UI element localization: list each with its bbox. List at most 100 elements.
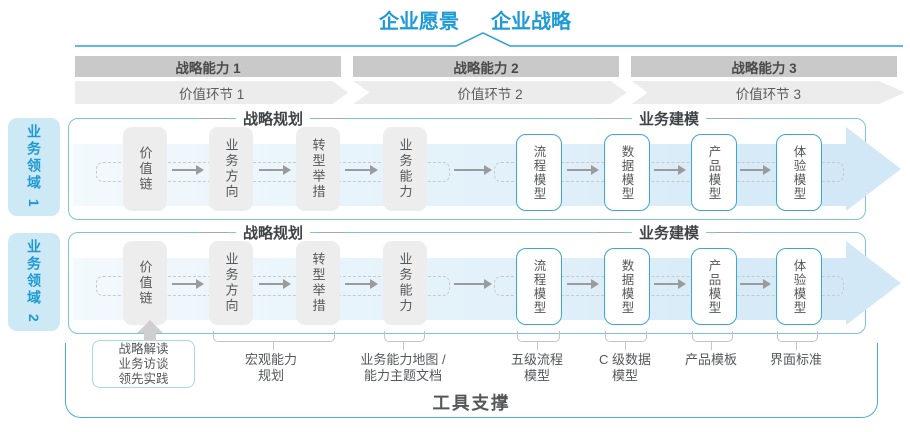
flow-arrow	[454, 165, 492, 175]
box-process-model: 流程模型	[516, 134, 562, 211]
page-title: 企业愿景 企业战略	[379, 5, 571, 34]
box-experience-model: 体验模型	[776, 248, 822, 325]
domain-label-2: 业务领域 2	[8, 233, 60, 331]
header-line	[319, 232, 346, 233]
annotation-stem	[625, 341, 626, 350]
strategic-capability-bars: 战略能力 1 战略能力 2 战略能力 3	[75, 56, 897, 77]
annotation-bracket	[517, 331, 560, 342]
annotation-bracket	[605, 331, 647, 342]
annotation-line: 规划	[257, 368, 285, 383]
box-process-model: 流程模型	[516, 248, 562, 325]
value-link-1: 价值环节 1	[75, 81, 348, 104]
flow-arrow	[172, 279, 204, 289]
annotation-line: 宏观能力	[244, 352, 298, 367]
annotation-product-template: 产品模板	[685, 352, 737, 368]
annotation-line: 产品模板	[684, 352, 738, 367]
flow-arrow	[567, 279, 599, 289]
value-link-3: 价值环节 3	[632, 81, 905, 104]
value-link-2: 价值环节 2	[353, 81, 626, 104]
header-line	[319, 118, 346, 119]
box-data-model: 数据模型	[604, 248, 650, 325]
annotation-stem	[711, 341, 712, 350]
input-up-arrow-shaft	[144, 332, 156, 341]
flow-band-arrowhead	[846, 127, 901, 211]
annotation-bracket	[384, 331, 425, 342]
inputs-line: 业务访谈	[118, 356, 169, 371]
header-line	[200, 232, 227, 233]
inputs-line: 战略解读	[118, 341, 169, 356]
section-label: 战略规划	[235, 108, 311, 129]
annotation-bracket	[213, 331, 335, 342]
section-header-business-modeling: 业务建模	[596, 222, 742, 243]
annotation-stem	[273, 341, 274, 350]
section-header-business-modeling: 业务建模	[596, 108, 742, 129]
header-line	[200, 118, 227, 119]
flow-arrow	[740, 165, 771, 175]
domain-row-2: 战略规划 业务建模 价值链 业务方向 转型举措 业务能力 流程模型 数据模型 产…	[68, 222, 901, 334]
flow-arrow	[740, 279, 771, 289]
box-experience-model: 体验模型	[776, 134, 822, 211]
strategic-capability-2: 战略能力 2	[353, 56, 619, 77]
annotation-process-model: 五级流程 模型	[511, 352, 563, 384]
domain-label-1: 业务领域 1	[8, 118, 60, 216]
section-header-strategic-planning: 战略规划	[200, 222, 346, 243]
tool-support-container: 工具支撑	[65, 343, 878, 418]
annotation-bracket	[692, 331, 733, 342]
annotation-stem	[403, 341, 404, 350]
box-business-direction: 业务方向	[209, 127, 253, 211]
annotation-line: 五级流程	[510, 352, 564, 367]
header-line	[715, 118, 742, 119]
dashed-group-planning	[96, 276, 450, 296]
flow-arrow	[567, 165, 599, 175]
box-business-capability: 业务能力	[383, 127, 427, 211]
dashed-group-modeling	[494, 276, 844, 296]
annotation-line: 业务能力地图 /	[360, 352, 446, 367]
annotation-macro-capability-planning: 宏观能力 规划	[245, 352, 297, 384]
annotation-line: C 级数据	[598, 352, 652, 367]
flow-band-arrowhead	[846, 241, 901, 325]
box-product-model: 产品模型	[691, 248, 737, 325]
title-strategy: 企业战略	[491, 11, 571, 33]
annotation-bracket	[777, 331, 818, 342]
flow-arrow	[259, 165, 291, 175]
flow-arrow	[259, 279, 291, 289]
title-vision: 企业愿景	[379, 11, 459, 33]
annotation-capability-map: 业务能力地图 / 能力主题文档	[360, 352, 445, 384]
box-business-capability: 业务能力	[383, 241, 427, 325]
section-label: 业务建模	[631, 108, 707, 129]
box-transformation-initiatives: 转型举措	[296, 241, 340, 325]
flow-arrow	[654, 279, 686, 289]
flow-arrow	[172, 165, 204, 175]
inputs-line: 领先实践	[118, 371, 169, 386]
flow-arrow	[345, 165, 378, 175]
flow-arrow	[454, 279, 492, 289]
tool-support-label: 工具支撑	[432, 393, 511, 413]
value-link-chevrons: 价值环节 1 价值环节 2 价值环节 3	[75, 81, 905, 104]
input-up-arrow-head	[137, 320, 163, 333]
flow-arrow	[654, 165, 686, 175]
strategy-inputs-box: 战略解读 业务访谈 领先实践	[92, 340, 195, 388]
box-transformation-initiatives: 转型举措	[296, 127, 340, 211]
section-label: 业务建模	[631, 222, 707, 243]
annotation-ui-standard: 界面标准	[770, 352, 822, 368]
box-value-chain: 价值链	[123, 127, 167, 211]
annotation-data-model: C 级数据 模型	[599, 352, 651, 384]
vision-peak-line	[75, 32, 903, 47]
header-line	[596, 118, 623, 119]
annotation-stem	[796, 341, 797, 350]
strategic-capability-3: 战略能力 3	[631, 56, 897, 77]
section-label: 战略规划	[235, 222, 311, 243]
section-header-strategic-planning: 战略规划	[200, 108, 346, 129]
annotation-line: 能力主题文档	[363, 368, 443, 383]
domain-row-1: 战略规划 业务建模 价值链 业务方向 转型举措 业务能力 流程模型 数据模型 产…	[68, 108, 901, 220]
header-line	[596, 232, 623, 233]
header-line	[715, 232, 742, 233]
dashed-group-planning	[96, 162, 450, 182]
box-business-direction: 业务方向	[209, 241, 253, 325]
flow-arrow	[345, 279, 378, 289]
dashed-group-modeling	[494, 162, 844, 182]
box-value-chain: 价值链	[123, 241, 167, 325]
box-data-model: 数据模型	[604, 134, 650, 211]
annotation-line: 模型	[611, 368, 639, 383]
